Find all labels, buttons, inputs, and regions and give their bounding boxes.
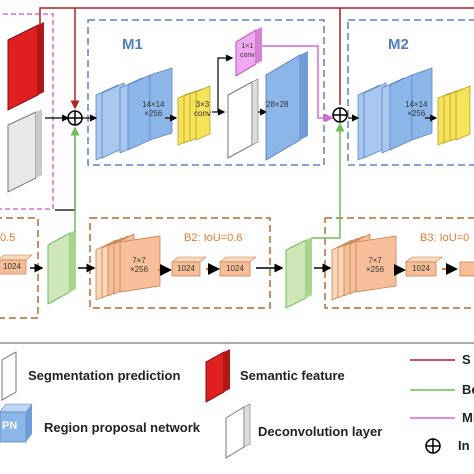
legend-semantic-swatch: [205, 349, 230, 403]
b2-title: B2: IoU=0.6: [184, 232, 243, 244]
m1-deconv-layer: [227, 78, 259, 159]
legend-rpn-swatch: [0, 403, 33, 443]
legend-deconv-label: Deconvolution layer: [258, 424, 383, 439]
m1-feat1-label: 14×14 ×256: [142, 100, 165, 118]
b1-title: 0.5: [0, 232, 16, 244]
roi-green-block-2: [285, 237, 312, 309]
m1-box: [87, 19, 325, 166]
roi-green-block-1: [47, 230, 76, 305]
m1-mask-feature: [265, 51, 308, 161]
m2-box: [347, 19, 474, 166]
semantic-line-top: [39, 7, 341, 105]
semantic-branch-box: [0, 13, 54, 210]
legend-rpn-icon-text: PN: [2, 420, 18, 432]
b3-fc2-layer: [459, 261, 474, 277]
branch-line-up-2: [312, 122, 345, 239]
b3-fc1-label: 1024: [412, 264, 430, 273]
b3-fc1-layer: [405, 256, 443, 277]
legend-semantic-label: Semantic feature: [240, 368, 345, 383]
b3-feature-stack: [331, 233, 397, 301]
m1-element-sum-icon: [67, 110, 83, 126]
legend-rpn-label: Region proposal network: [44, 420, 201, 435]
m2-feature-stack: [357, 67, 433, 161]
m1-feature-stack: [95, 67, 173, 161]
legend-line2-label: Be: [462, 382, 474, 397]
m2-feat1-label: 14×14 ×256: [405, 100, 428, 118]
m1-28-label: 28×28: [266, 100, 289, 109]
b2-feature-stack: [95, 233, 161, 301]
b2-fc1-label: 1024: [177, 264, 195, 273]
m1-conv-label: 3×3 conv: [194, 100, 211, 118]
arrow-up-to-1x1: [217, 54, 234, 112]
m2-element-sum-icon: [332, 107, 348, 123]
black-line-left: [55, 128, 76, 211]
m2-conv-stack: [437, 85, 471, 146]
b3-feat-label: 7×7 ×256: [366, 256, 385, 274]
b3-box: [324, 217, 474, 309]
m1-conv-stack: [177, 85, 211, 146]
b1-fc-layer: [0, 254, 33, 275]
b2-feat-label: 7×7 ×256: [130, 256, 149, 274]
b1-fc-label: 1024: [3, 262, 21, 271]
legend-plus-label: In: [458, 438, 470, 453]
m1-1x1-label: 1×1 conv: [240, 43, 255, 59]
b2-fc1-layer: [171, 256, 207, 277]
legend-segmentation-label: Segmentation prediction: [28, 368, 181, 383]
legend-element-sum-icon: [425, 438, 441, 454]
mask-line-1x1: [262, 45, 334, 123]
m1-title: M1: [122, 36, 143, 53]
legend-line1-label: S: [462, 352, 471, 367]
m2-title: M2: [388, 36, 409, 53]
semantic-feature-block: [7, 22, 44, 111]
b2-fc2-label: 1024: [226, 264, 244, 273]
gray-feature-block: [7, 109, 42, 193]
legend-line3-label: Ml: [462, 410, 474, 425]
legend-deconv-swatch: [225, 403, 251, 459]
m1-1x1-conv: [235, 27, 262, 77]
b2-fc2-layer: [219, 256, 257, 277]
b3-title: B3: IoU=0: [420, 232, 470, 244]
legend-segmentation-swatch: [1, 351, 17, 401]
b2-box: [89, 217, 271, 309]
